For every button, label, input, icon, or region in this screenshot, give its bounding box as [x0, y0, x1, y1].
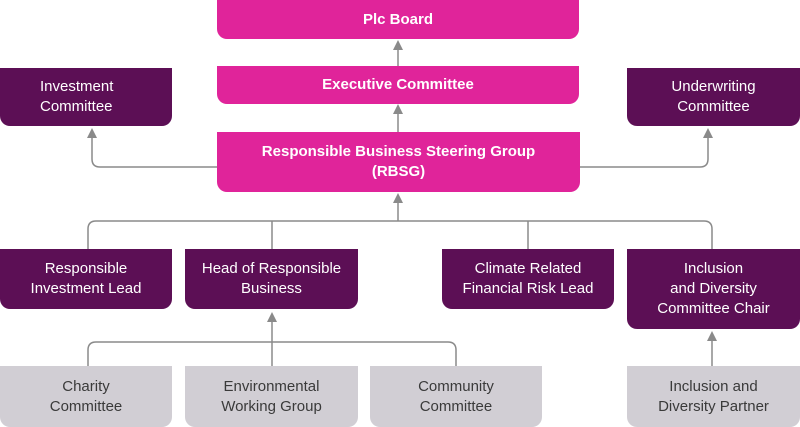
inclusion-diversity-partner-node: Inclusion and Diversity Partner [627, 366, 800, 427]
responsible-investment-lead-label: Responsible Investment Lead [30, 260, 142, 297]
arrowhead-plc [393, 40, 403, 50]
rbsg-node: Responsible Business Steering Group (RBS… [217, 132, 580, 192]
rbsg-label: Responsible Business Steering Group (RBS… [261, 143, 536, 180]
executive-committee-node: Executive Committee [217, 66, 579, 104]
underwriting-committee-node: Underwriting Committee [627, 68, 800, 126]
environmental-working-group-node: Environmental Working Group [185, 366, 358, 427]
arrowhead-rbsg [393, 193, 403, 203]
plc-board-node: Plc Board [217, 0, 579, 39]
climate-risk-lead-node: Climate Related Financial Risk Lead [442, 249, 614, 309]
head-responsible-business-label: Head of Responsible Business [201, 260, 342, 297]
investment-committee-label: Investment Committee [40, 78, 114, 115]
community-committee-label: Community Committee [418, 377, 494, 415]
connector-rbsg-to-underwriting-committee [580, 136, 709, 168]
inclusion-diversity-chair-node: Inclusion and Diversity Committee Chair [627, 249, 800, 329]
inclusion-diversity-partner-label: Inclusion and Diversity Partner [658, 377, 769, 415]
arrowhead-underwriting-committee [703, 128, 713, 138]
connector-rbsg-to-investment-committee [91, 136, 217, 168]
investment-committee-node: Investment Committee [0, 68, 172, 126]
head-responsible-business-node: Head of Responsible Business [185, 249, 358, 309]
connector-bus [87, 220, 713, 249]
charity-committee-node: Charity Committee [0, 366, 172, 427]
charity-committee-label: Charity Committee [49, 377, 123, 415]
arrowhead-exec [393, 104, 403, 114]
plc-board-label: Plc Board [362, 10, 434, 28]
underwriting-committee-label: Underwriting Committee [671, 78, 756, 115]
inclusion-diversity-chair-label: Inclusion and Diversity Committee Chair [657, 260, 770, 317]
arrowhead-head-responsible-business [267, 312, 277, 322]
climate-risk-lead-label: Climate Related Financial Risk Lead [462, 260, 594, 297]
responsible-investment-lead-node: Responsible Investment Lead [0, 249, 172, 309]
arrowhead-inclusion-chair [707, 331, 717, 341]
environmental-working-group-label: Environmental Working Group [221, 377, 322, 415]
executive-committee-label: Executive Committee [322, 76, 474, 93]
community-committee-node: Community Committee [370, 366, 542, 427]
arrowhead-investment-committee [87, 128, 97, 138]
